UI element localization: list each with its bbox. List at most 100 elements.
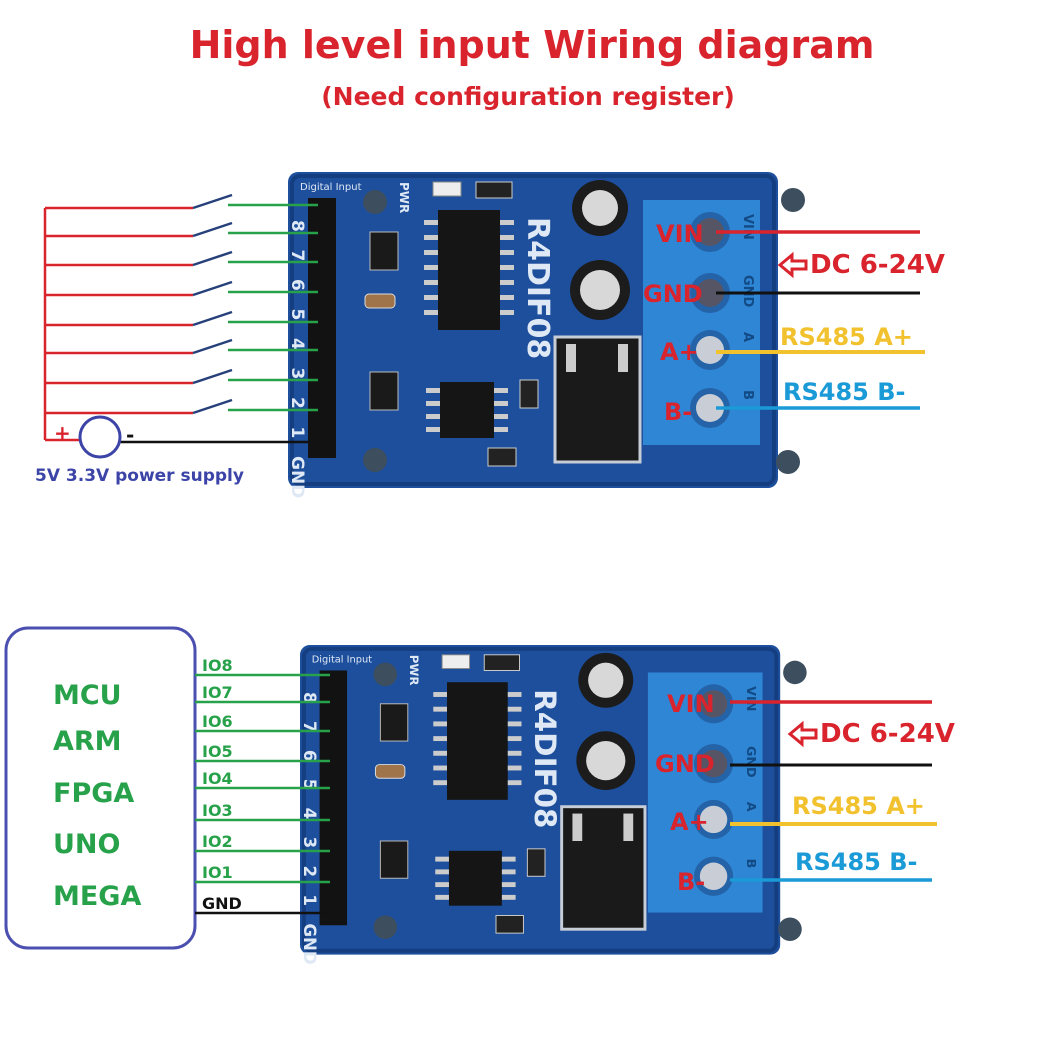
pin-number: 1 [287, 427, 307, 439]
title: High level input Wiring diagram [190, 23, 875, 67]
smd-resistor [483, 654, 521, 671]
pin-number: 8 [300, 692, 319, 704]
io-label: IO6 [202, 712, 233, 731]
terminal-silk: B [740, 390, 755, 400]
gnd-terminal-label: GND [643, 280, 703, 308]
smd-capacitor [364, 293, 396, 309]
subtitle: (Need configuration register) [321, 82, 735, 111]
switch-icon [192, 250, 233, 267]
main-ic [447, 682, 508, 800]
pin-number: GND [287, 456, 307, 498]
pin-number: 4 [300, 808, 319, 820]
mounting-hole [373, 662, 398, 687]
b-terminal-label: B- [664, 398, 692, 426]
terminal-silk: B [743, 859, 758, 869]
rs485-a-label: RS485 A+ [780, 323, 913, 351]
pin-number: 2 [300, 866, 319, 878]
b-terminal-label: B- [677, 868, 705, 896]
smd-chip [379, 703, 409, 742]
io-label: IO4 [202, 769, 233, 788]
pin-number: 1 [300, 894, 319, 906]
smd-resistor [487, 447, 517, 467]
model-silk: R4DIF08 [520, 217, 555, 359]
rs485-b-label: RS485 B- [795, 848, 917, 876]
left-arrow-icon [787, 720, 818, 748]
io-label: IO5 [202, 742, 233, 761]
pwr-led [441, 654, 471, 670]
pin-number: 3 [300, 837, 319, 849]
mounting-hole [778, 917, 802, 941]
smd-resistor [519, 379, 539, 409]
dc-power-label: DC 6-24V [810, 250, 945, 280]
pin-number: GND [300, 923, 319, 964]
switch-icon [192, 193, 233, 210]
supply-label: 5V 3.3V power supply [35, 466, 244, 486]
controller-label: FPGA [53, 778, 134, 809]
pcb-edge [290, 174, 776, 486]
rs485-ic [440, 382, 494, 438]
controller-label: MCU [53, 680, 122, 711]
pwr-led [432, 181, 462, 197]
controller-label: ARM [53, 726, 122, 757]
a-terminal-label: A+ [670, 808, 709, 836]
smd-chip [369, 371, 399, 411]
terminal-silk: VIN [743, 686, 758, 711]
digital-input-silk: Digital Input [300, 182, 362, 193]
terminal-silk: GND [743, 746, 758, 778]
smd-resistor [526, 848, 546, 877]
rs485-ic [448, 850, 502, 906]
controller-label: UNO [53, 829, 120, 860]
pin-number: 6 [287, 279, 307, 291]
model-silk: R4DIF08 [528, 689, 562, 828]
switch-icon [192, 280, 233, 297]
controller-label: MEGA [53, 881, 141, 912]
terminal-silk: A [743, 802, 758, 812]
switch-icon [192, 368, 233, 385]
pin-number: 8 [287, 220, 307, 232]
plus-sign: + [54, 421, 71, 445]
digital-input-silk: Digital Input [312, 655, 372, 666]
mounting-hole [776, 450, 800, 474]
vin-label: VIN [656, 220, 704, 248]
terminal-silk: GND [740, 275, 755, 308]
pwr-silk: PWR [397, 182, 411, 213]
rs485-a-label: RS485 A+ [792, 792, 925, 820]
mounting-hole [363, 190, 387, 214]
io-label: IO8 [202, 656, 233, 675]
top-switch-wiring [43, 193, 318, 444]
io-label: IO3 [202, 801, 233, 820]
left-arrow-icon [777, 251, 808, 279]
gnd-label: GND [202, 894, 242, 913]
pcb-edge [301, 646, 779, 953]
switch-icon [192, 310, 233, 327]
io-label: IO1 [202, 863, 233, 882]
smd-resistor [495, 914, 524, 934]
rs485-b-label: RS485 B- [783, 378, 905, 406]
io-label: IO7 [202, 683, 233, 702]
mounting-hole [363, 448, 387, 472]
smd-chip [369, 231, 399, 271]
mounting-hole [781, 188, 805, 212]
pin-number: 7 [300, 721, 319, 733]
io-label: IO2 [202, 832, 233, 851]
gnd-terminal-label: GND [655, 750, 715, 778]
smd-resistor [475, 181, 513, 199]
pin-number: 7 [287, 250, 307, 262]
pwr-silk: PWR [407, 655, 421, 686]
pin-header [319, 670, 348, 926]
dc-power-label: DC 6-24V [820, 719, 955, 749]
pin-number: 4 [287, 338, 307, 350]
terminal-silk: VIN [740, 214, 755, 240]
minus-sign: - [126, 423, 134, 447]
pin-number: 5 [287, 309, 307, 321]
mounting-hole [783, 660, 807, 685]
power-supply-symbol [78, 415, 122, 459]
main-ic [438, 210, 500, 330]
